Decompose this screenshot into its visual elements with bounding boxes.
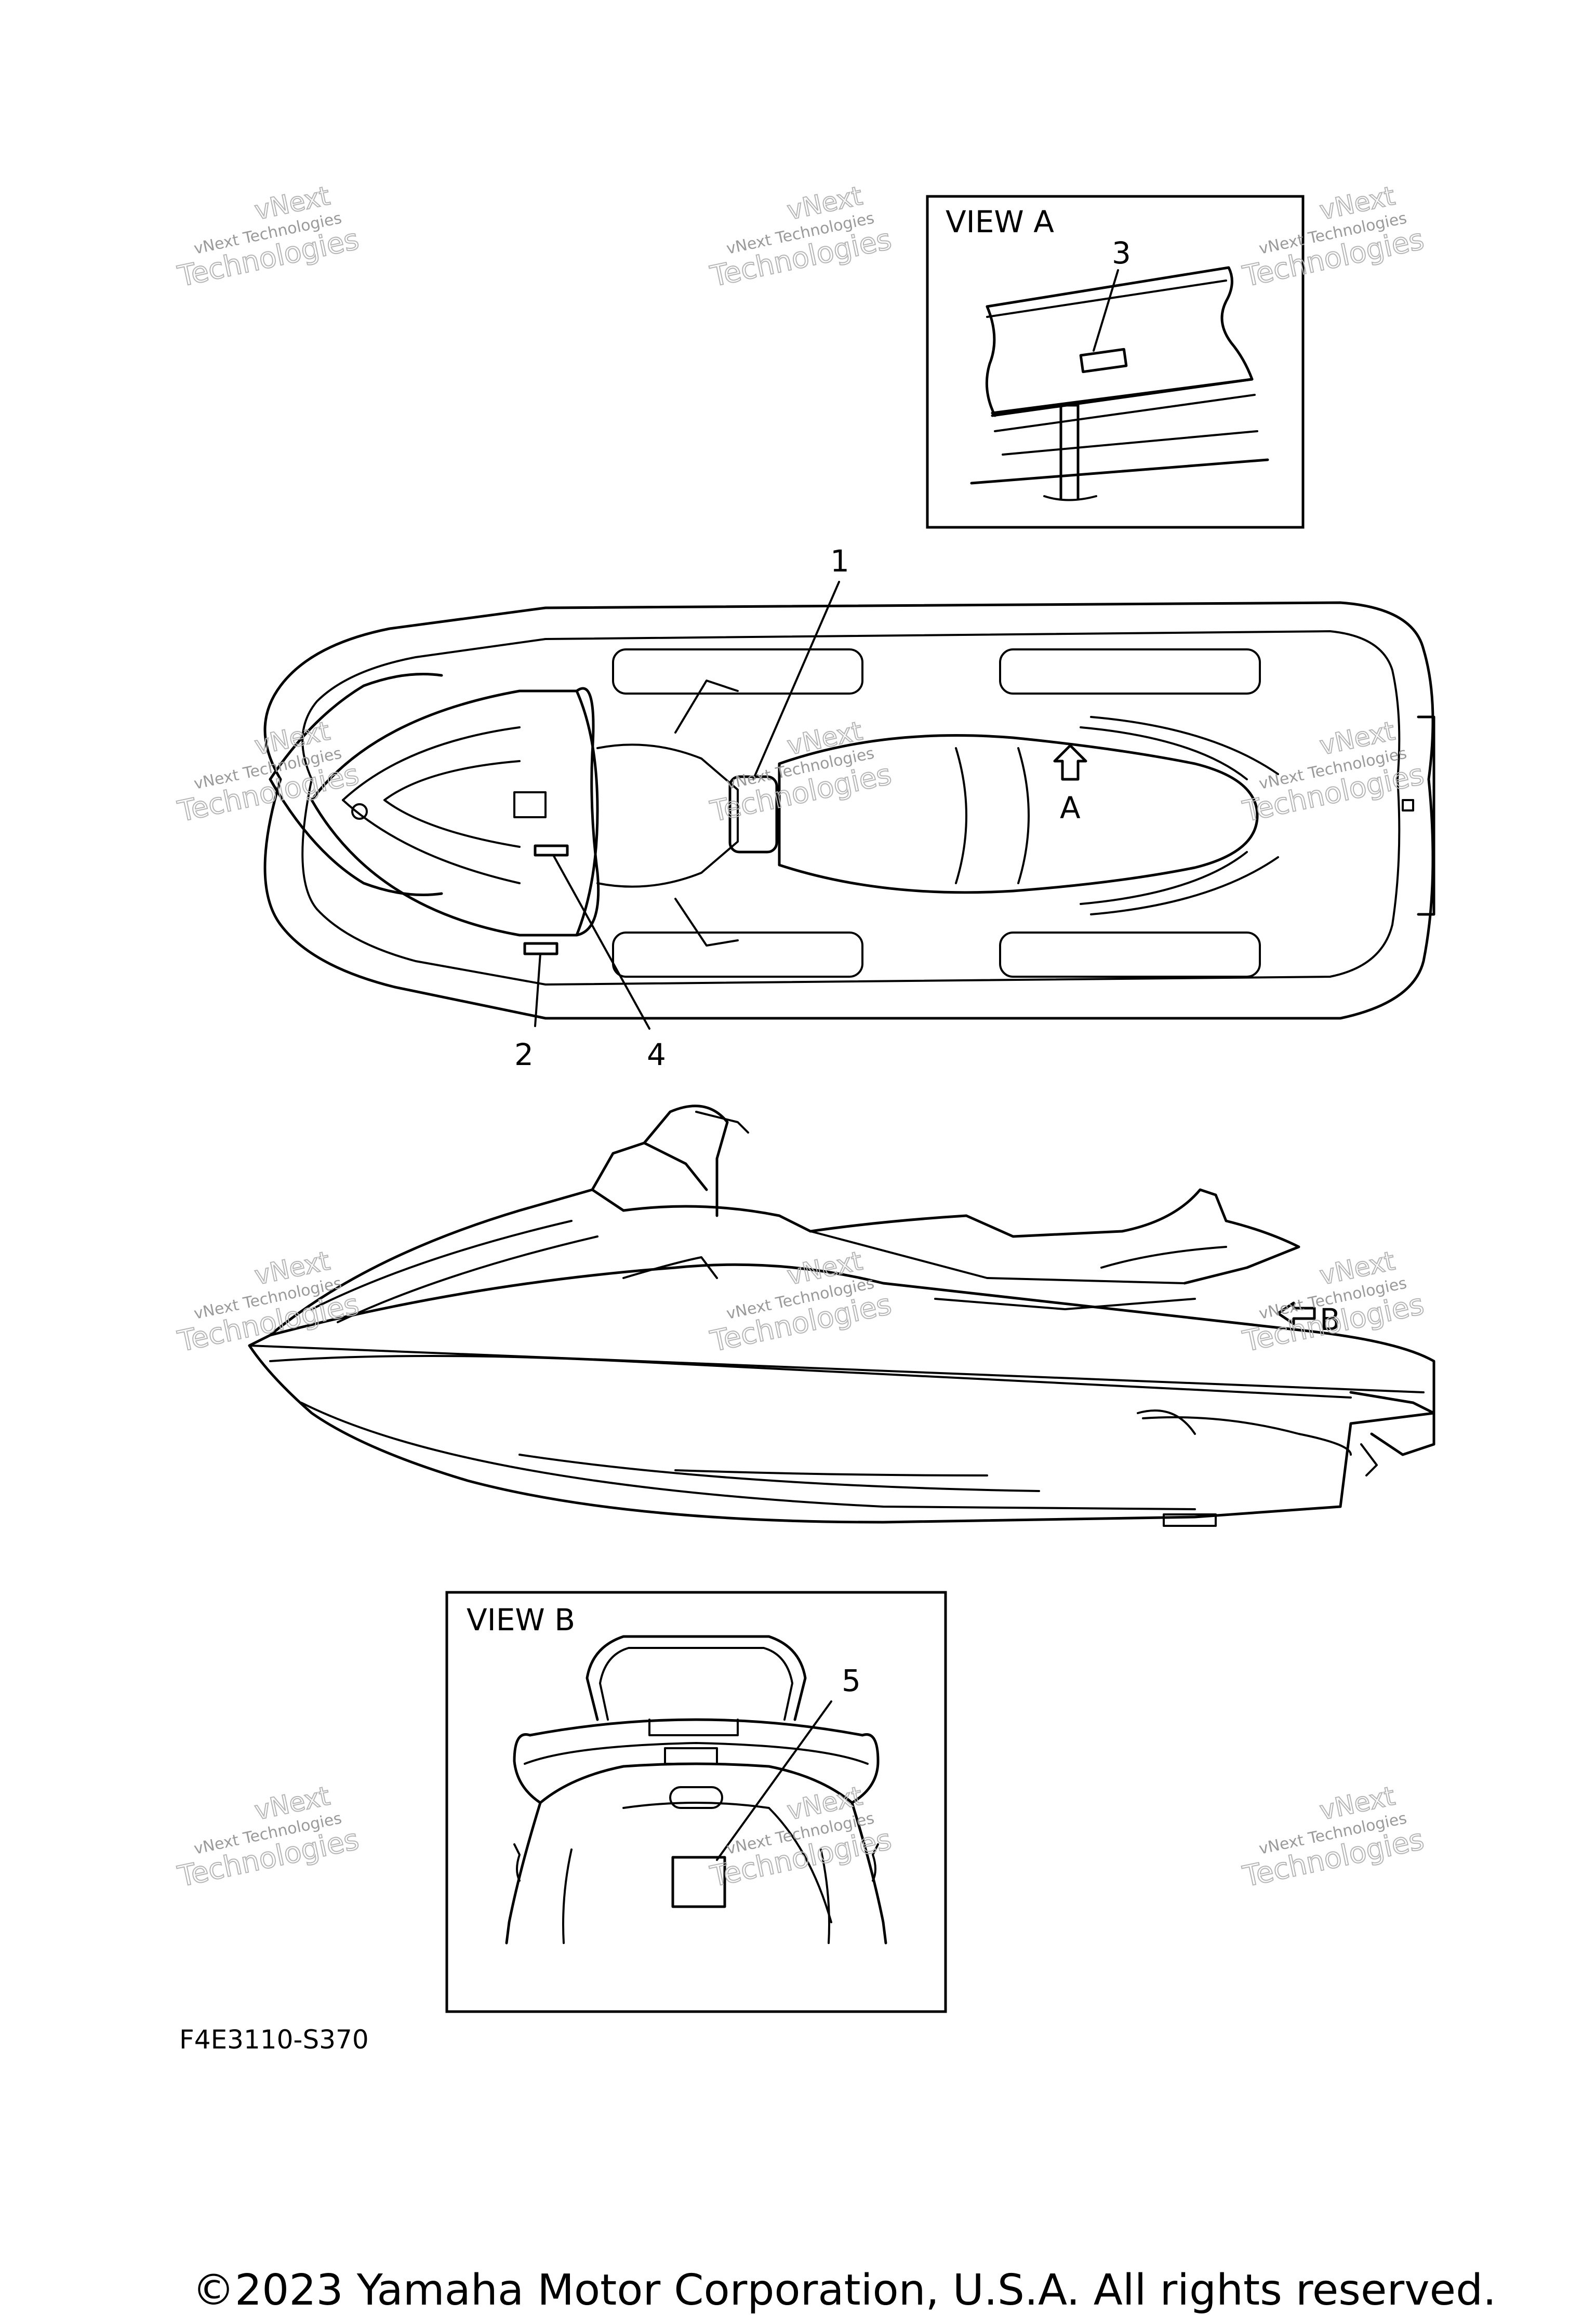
callout-2: 2: [514, 1037, 534, 1072]
callout-4: 4: [647, 1037, 666, 1072]
view-a-callout-3: 3: [1112, 235, 1131, 271]
view-b-stern-drawing: [505, 1635, 887, 1945]
leader-line-1: [752, 581, 840, 780]
top-view-label-2: [523, 942, 558, 955]
view-a-hull-drawing: [970, 266, 1269, 501]
diagram-code: F4E3110-S370: [179, 2025, 369, 2055]
view-a-arrow: [1053, 744, 1087, 781]
view-b-title: VIEW B: [467, 1602, 575, 1638]
view-b-arrow-label: B: [1320, 1302, 1340, 1337]
copyright-notice: ©2023 Yamaha Motor Corporation, U.S.A. A…: [192, 2266, 1496, 2315]
view-b-label-plate: [671, 1856, 726, 1908]
callout-1: 1: [830, 543, 849, 579]
leader-line-4: [552, 854, 650, 1030]
top-view-label-4: [534, 844, 569, 857]
view-a-frame: [926, 195, 1305, 529]
view-b-callout-5: 5: [842, 1663, 861, 1698]
view-b-frame: [445, 1591, 947, 2013]
top-view: A 1 2 4: [263, 543, 1435, 1072]
view-a-title: VIEW A: [946, 204, 1054, 240]
side-view: B: [248, 1105, 1435, 1527]
view-a-arrow-label: A: [1060, 790, 1081, 826]
view-a-label-plate: [1079, 348, 1128, 374]
view-a-inset: VIEW A 3: [926, 195, 1305, 529]
view-b-inset: VIEW B 5: [445, 1591, 947, 2013]
leader-line-2: [534, 953, 541, 1027]
view-b-arrow: [1276, 1301, 1316, 1325]
